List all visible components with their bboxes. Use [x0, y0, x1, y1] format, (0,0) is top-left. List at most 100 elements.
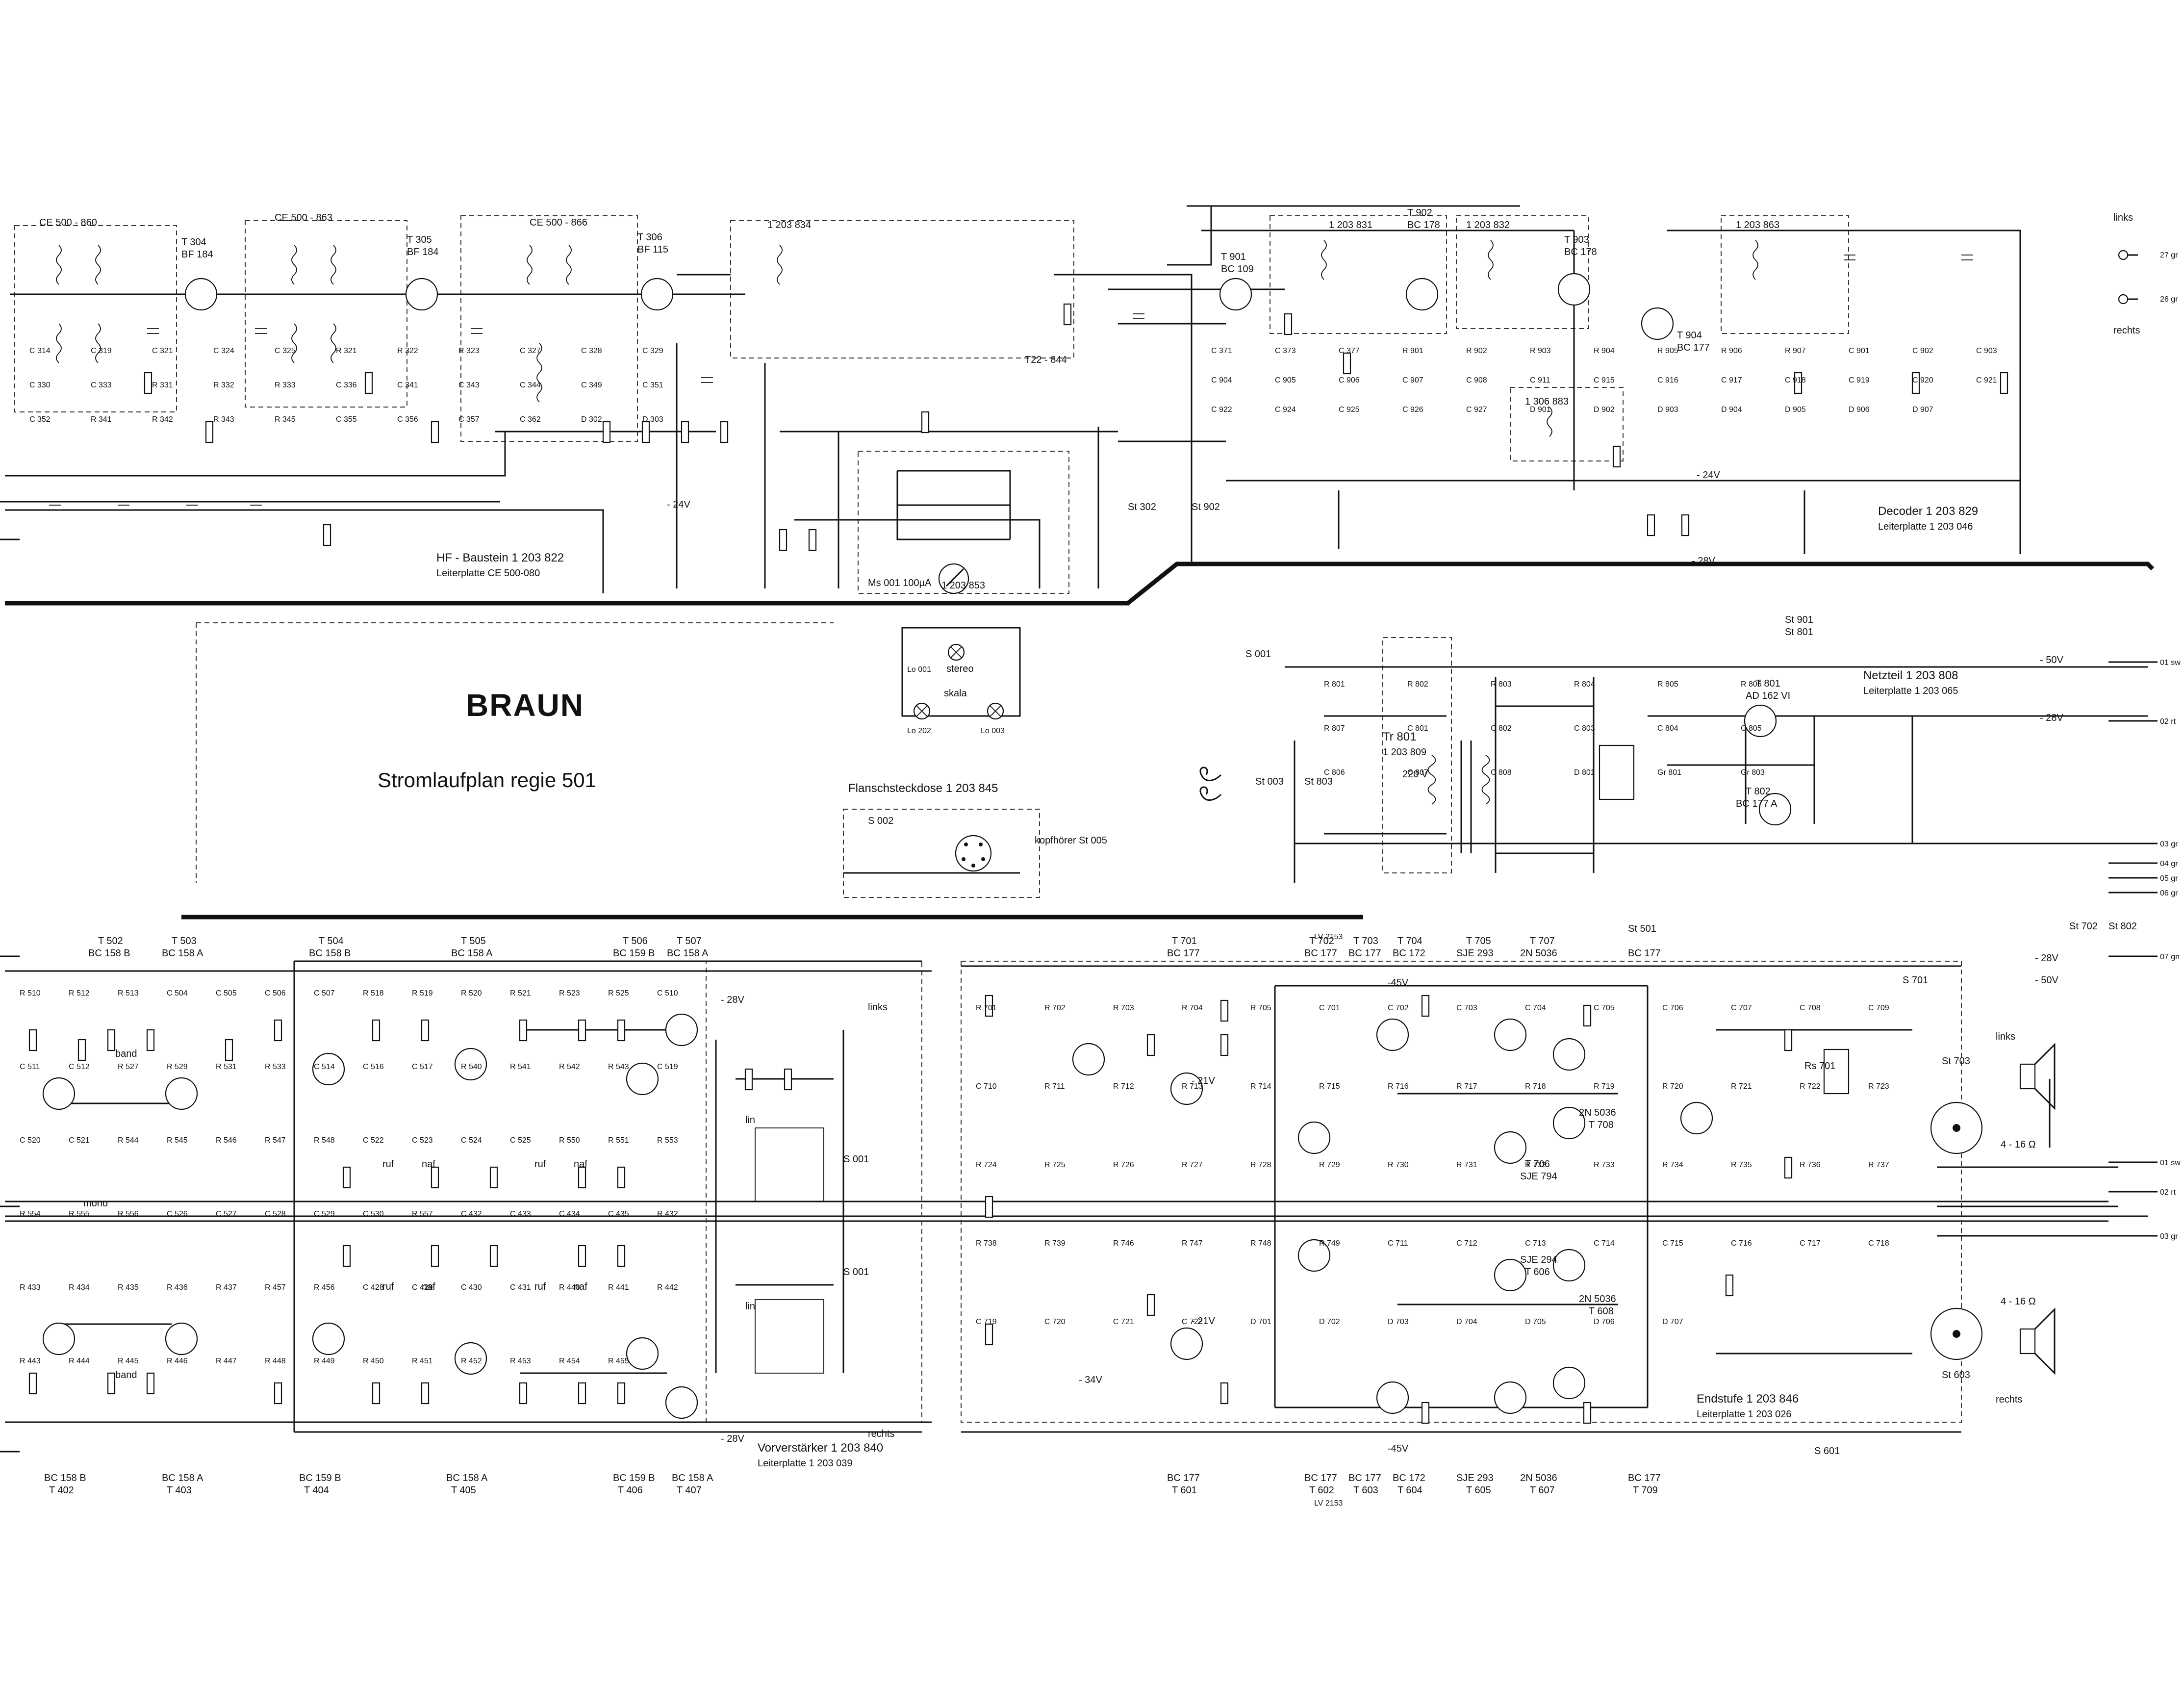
component-ref: R 518 [363, 989, 384, 997]
component-ref: R 732 [1525, 1161, 1546, 1169]
component-ref: C 905 [1275, 376, 1296, 384]
t306-type: BF 115 [637, 244, 668, 255]
component-ref: C 721 [1113, 1318, 1134, 1326]
t605-type: SJE 293 [1456, 1473, 1494, 1483]
component-ref: Gr 803 [1741, 768, 1765, 777]
voltage-end-45b: -45V [1388, 1443, 1409, 1454]
voltage-end-21a: - 21V [1192, 1075, 1215, 1086]
component-ref: R 550 [559, 1136, 580, 1145]
stereo-label: stereo [946, 664, 974, 674]
component-ref: C 926 [1402, 406, 1423, 414]
component-ref: C 512 [69, 1063, 90, 1071]
diagram-title: Stromlaufplan regie 501 [378, 768, 596, 792]
component-ref: D 703 [1388, 1318, 1409, 1326]
speaker-rechts-icon [2019, 1307, 2056, 1375]
t708-ref: T 708 [1589, 1120, 1614, 1130]
speaker-links-label: links [1996, 1031, 2015, 1042]
component-ref: R 434 [69, 1283, 90, 1292]
lin-top-label: lin [745, 1115, 755, 1125]
component-ref: R 901 [1402, 347, 1423, 355]
component-ref: R 450 [363, 1357, 384, 1365]
component-ref: R 437 [216, 1283, 237, 1292]
component-ref: R 747 [1182, 1239, 1203, 1248]
component-ref: C 325 [275, 347, 296, 355]
module-832: 1 203 832 [1466, 220, 1510, 230]
component-ref: R 728 [1250, 1161, 1271, 1169]
component-ref: R 321 [336, 347, 357, 355]
t503-type: BC 158 A [162, 948, 203, 959]
voltage-pre-28a: - 28V [721, 995, 744, 1005]
t706-type: SJE 794 [1520, 1171, 1557, 1182]
t709-top-type: BC 177 [1628, 948, 1661, 959]
voltage-end-21b: - 21V [1192, 1316, 1215, 1327]
component-ref: R 523 [559, 989, 580, 997]
component-ref: R 323 [458, 347, 480, 355]
component-ref: R 906 [1721, 347, 1742, 355]
component-ref: R 443 [20, 1357, 41, 1365]
t901-type: BC 109 [1221, 264, 1254, 275]
component-ref: C 804 [1657, 724, 1678, 733]
t801-type: AD 162 VI [1746, 690, 1790, 701]
speaker-sockets [1930, 1101, 1983, 1360]
component-ref: C 924 [1275, 406, 1296, 414]
component-ref: C 719 [976, 1318, 997, 1326]
component-ref: C 525 [510, 1136, 531, 1145]
component-ref: R 333 [275, 381, 296, 389]
component-ref: R 720 [1662, 1082, 1683, 1091]
st703-label: St 703 [1942, 1056, 1970, 1067]
component-ref: C 907 [1402, 376, 1423, 384]
t902-ref: T 902 [1407, 207, 1432, 218]
component-ref: R 332 [213, 381, 234, 389]
lamp-lo001: Lo 001 [907, 665, 931, 674]
ruf2-top-label: ruf [534, 1159, 546, 1170]
module-831: 1 203 831 [1329, 220, 1372, 230]
component-ref: C 904 [1211, 376, 1232, 384]
rail-26gr: 26 gr [2160, 295, 2178, 304]
t502-type: BC 158 B [88, 948, 130, 959]
t504-ref: T 504 [319, 936, 344, 946]
component-ref: R 546 [216, 1136, 237, 1145]
component-ref: C 431 [510, 1283, 531, 1292]
t708-type: 2N 5036 [1579, 1107, 1616, 1118]
left-rail [0, 501, 20, 1453]
naf2-top-label: naf [574, 1159, 587, 1170]
st901-label: St 901 [1785, 614, 1813, 625]
preamp-wiring [5, 960, 932, 1433]
component-ref: D 706 [1594, 1318, 1615, 1326]
component-ref: C 716 [1731, 1239, 1752, 1248]
hf-passives [49, 255, 2008, 551]
component-ref: R 343 [213, 415, 234, 424]
component-ref: C 530 [363, 1210, 384, 1218]
component-ref: R 556 [118, 1210, 139, 1218]
component-ref: R 903 [1530, 347, 1551, 355]
component-ref: R 449 [314, 1357, 335, 1365]
lin-bottom-label: lin [745, 1301, 755, 1312]
module-t22: T22 - 844 [1025, 355, 1067, 365]
component-ref: C 428 [363, 1283, 384, 1292]
component-ref: C 505 [216, 989, 237, 997]
ruf-top-label: ruf [382, 1159, 394, 1170]
component-ref: C 432 [461, 1210, 482, 1218]
t904-ref: T 904 [1677, 330, 1702, 341]
component-ref: C 507 [314, 989, 335, 997]
component-ref: R 454 [559, 1357, 580, 1365]
component-ref: C 808 [1491, 768, 1512, 777]
component-ref: C 429 [412, 1283, 433, 1292]
t304-type: BF 184 [181, 249, 213, 260]
st003-label: St 003 [1255, 776, 1284, 787]
t606-type: SJE 294 [1520, 1254, 1557, 1265]
kopfhoerer-label: kopfhörer St 005 [1035, 835, 1107, 846]
component-ref: R 749 [1319, 1239, 1340, 1248]
t306-ref: T 306 [637, 232, 662, 243]
t402-type: BC 158 B [44, 1473, 86, 1483]
t608-ref: T 608 [1589, 1306, 1614, 1317]
component-ref: C 706 [1662, 1004, 1683, 1012]
component-ref: C 352 [29, 415, 51, 424]
st603-label: St 603 [1942, 1370, 1970, 1380]
ruf-bottom-label: ruf [382, 1281, 394, 1292]
right-links-label: links [2113, 212, 2133, 223]
component-ref: C 722 [1182, 1318, 1203, 1326]
module-883: 1 306 883 [1525, 396, 1569, 407]
